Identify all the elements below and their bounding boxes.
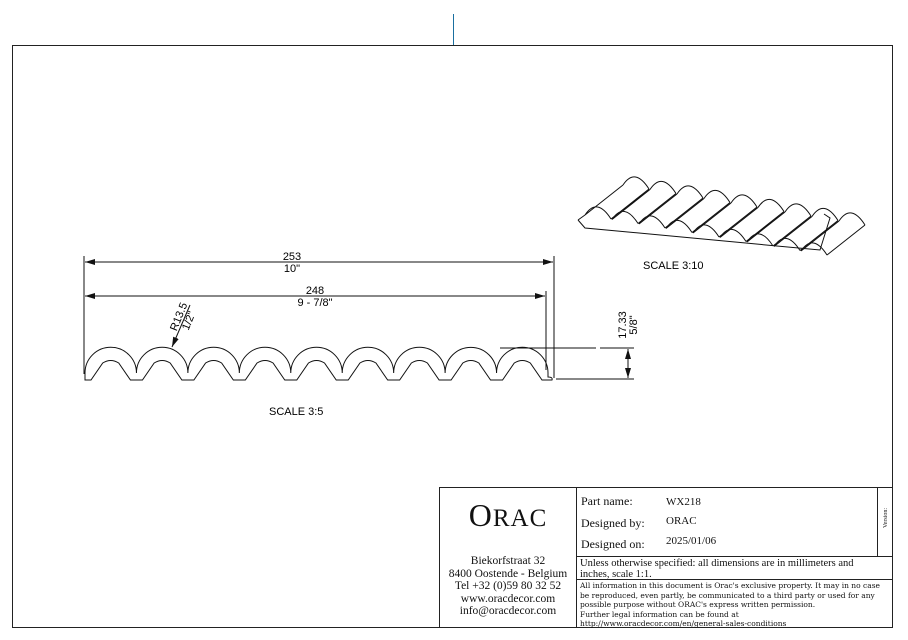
radius-leader [171,304,191,348]
address-email: info@oracdecor.com [459,605,557,617]
sheet-center-mark [453,14,454,45]
part-name-label: Part name: [581,494,633,508]
designed-on-value: 2025/01/06 [666,535,717,547]
units-note: Unless otherwise specified: all dimensio… [580,558,854,580]
dim-inner-mm: 248 [306,285,324,297]
address-city: 8400 Oostende - Belgium [448,567,568,580]
designed-by-value: ORAC [666,515,697,527]
version-label: Version: [883,508,889,528]
designed-on-label: Designed on: [581,537,645,551]
legal-line: be reproduced, even partly, be communica… [580,590,875,600]
dim-overall-in: 10" [284,263,300,275]
designed-by-label: Designed by: [581,516,645,530]
moulding-profile [84,346,553,381]
divider [577,556,893,557]
dim-height-mm: 17.33 [617,311,629,339]
address-phone: Tel +32 (0)59 80 32 52 [454,580,562,592]
iso-moulding [577,176,866,256]
part-name-value: WX218 [666,496,701,508]
dim-height-in: 5/8" [628,315,640,334]
address-street: Biekorfstraat 32 [470,555,546,567]
scale-label-main: SCALE 3:5 [269,406,323,418]
legal-note: All information in this document is Orac… [580,581,880,629]
legal-line: Further legal information can be found a… [580,609,739,619]
version-cell: Version: [877,487,893,556]
orac-logo: ORAC [468,497,548,533]
legal-line: possible purpose without ORAC's express … [580,600,816,610]
dim-inner-in: 9 - 7/8" [297,297,332,309]
isometric-view [577,176,866,256]
address-website: www.oracdecor.com [460,592,556,605]
legal-line: All information in this document is Orac… [580,581,880,590]
scale-label-iso: SCALE 3:10 [643,260,704,272]
dim-overall-mm: 253 [283,251,301,263]
divider [577,579,893,580]
company-cell: ORAC Biekorfstraat 32 8400 Oostende - Be… [439,487,577,628]
legal-link[interactable]: http://www.oracdecor.com/en/general-sale… [580,619,787,629]
title-block [439,487,893,628]
company-address: Biekorfstraat 32 8400 Oostende - Belgium… [439,555,577,618]
